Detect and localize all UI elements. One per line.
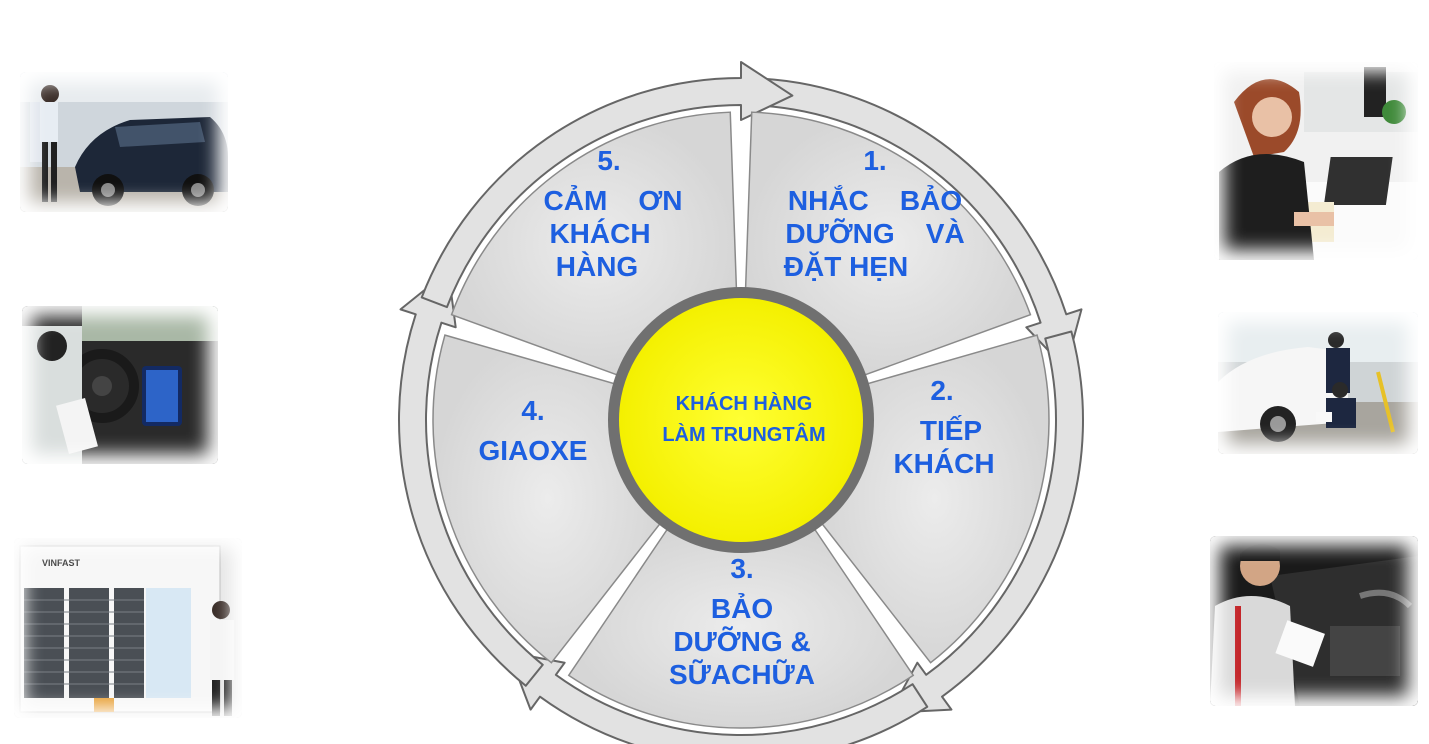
step-number-4: 4. (521, 395, 544, 426)
hub-circle (619, 298, 863, 542)
step-3-line-2: DƯỠNG & (673, 626, 810, 657)
step-number-5: 5. (597, 145, 620, 176)
step-number-2: 2. (930, 375, 953, 406)
repair-technician-photo (1210, 536, 1418, 706)
step-number-3: 3. (730, 553, 753, 584)
step-label-4: 4. GIAOXE (479, 395, 588, 466)
center-label-line1: KHÁCH HÀNG (676, 392, 813, 415)
customer-reception-photo (1218, 312, 1418, 454)
center-hub: KHÁCH HÀNG LÀM TRUNGTÂM (608, 287, 874, 553)
service-board-photo: VINFAST (14, 538, 242, 718)
cycle-segments (432, 111, 1050, 729)
cycle-arrows (398, 61, 1084, 744)
car-inspection-photo (20, 72, 228, 212)
step-1-line-3: ĐẶT HẸN (784, 251, 908, 282)
step-3-line-1: BẢO (711, 592, 773, 624)
center-label-line2: LÀM TRUNGTÂM (662, 422, 825, 446)
step-4-line-1: GIAOXE (479, 435, 588, 466)
car-delivery-interior-photo (22, 306, 218, 464)
step-1-line-1: NHẮC BẢO (788, 184, 962, 216)
step-1-line-2: DƯỠNG VÀ (785, 218, 964, 249)
phone-reminder-photo (1214, 62, 1418, 260)
step-number-1: 1. (863, 145, 886, 176)
board-brand-text: VINFAST (42, 558, 81, 568)
step-5-line-3: HÀNG (556, 251, 638, 282)
step-3-line-3: SỮACHỮA (669, 659, 815, 690)
step-5-line-2: KHÁCH (549, 218, 650, 249)
step-2-line-1: TIẾP (920, 415, 982, 446)
step-2-line-2: KHÁCH (893, 448, 994, 479)
cycle-arrow-5 (420, 61, 794, 309)
step-5-line-1: CẢM ƠN (544, 184, 683, 216)
